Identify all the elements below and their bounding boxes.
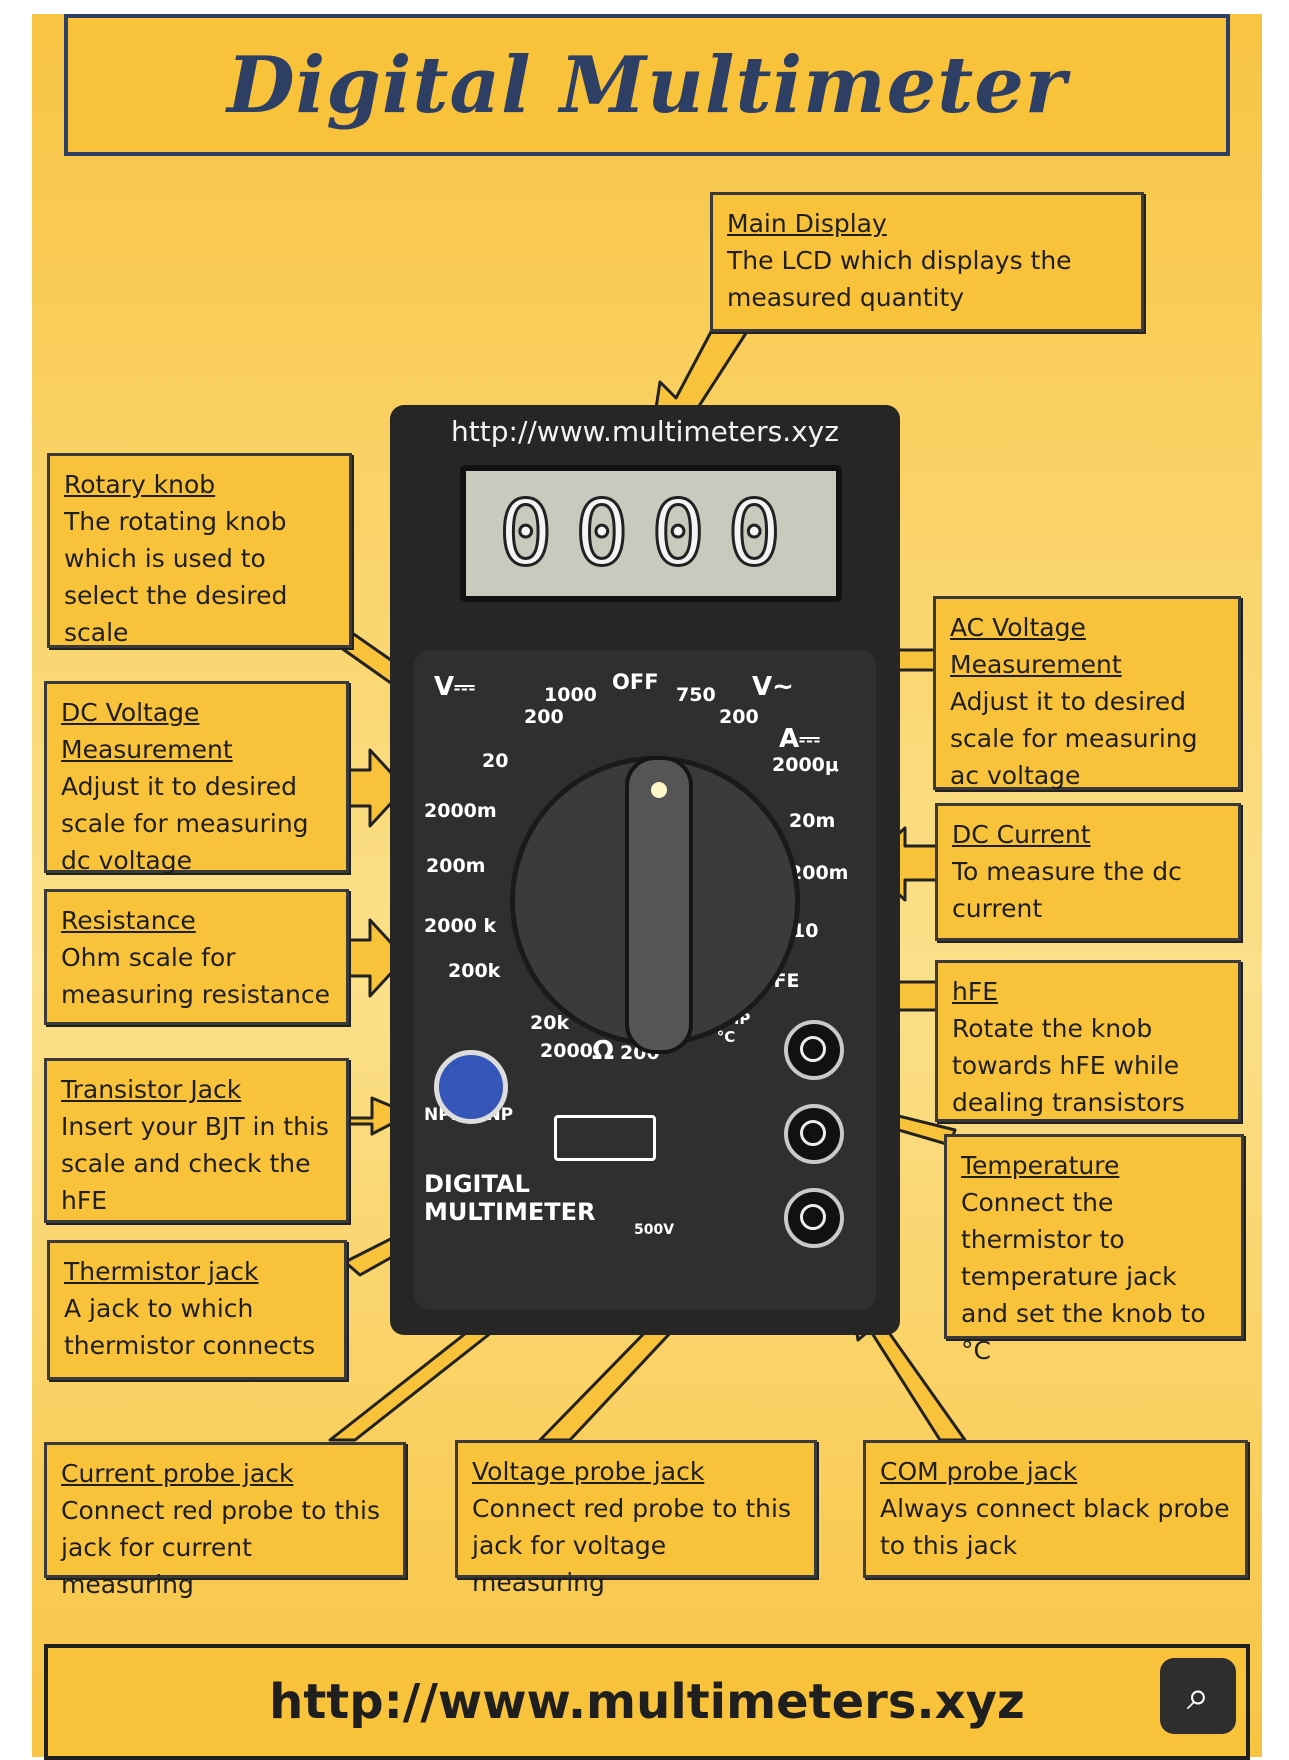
callout-resistance-title: Resistance [61, 906, 196, 935]
callout-hfe-desc: Rotate the knob towards hFE while dealin… [952, 1014, 1185, 1117]
callout-thermistor-jack-desc: A jack to which thermistor connects [64, 1294, 316, 1360]
callout-dc-voltage-title: DC Voltage Measurement [61, 698, 233, 764]
multimeter: http://www.multimeters.xyz 0000 V⎓ 200 1… [390, 405, 900, 1335]
ohm-icon: Ω [592, 1036, 615, 1066]
com-jack[interactable] [784, 1188, 844, 1248]
label-750: 750 [676, 684, 716, 706]
label-2000k: 2000 k [424, 915, 497, 937]
label-20k: 20k [530, 1012, 570, 1034]
meter-face: V⎓ 200 1000 OFF 750 200 V~ A⎓ 20 2000m 2… [414, 650, 876, 1310]
footer-url: http://www.multimeters.xyz [269, 1674, 1025, 1730]
label-1000: 1000 [544, 684, 597, 706]
arrow-dc-voltage [344, 748, 407, 828]
lcd-digits: 0000 [497, 480, 804, 588]
callout-hfe-title: hFE [952, 977, 999, 1006]
label-2000u: 2000μ [772, 754, 839, 776]
label-200m: 200m [426, 855, 486, 877]
callout-resistance: Resistance Ohm scale for measuring resis… [44, 889, 349, 1025]
label-v-ac: V~ [752, 672, 794, 702]
current-jack[interactable] [784, 1020, 844, 1080]
label-200-acv: 200 [719, 706, 759, 728]
callout-transistor-jack: Transistor Jack Insert your BJT in this … [44, 1058, 349, 1223]
callout-hfe: hFE Rotate the knob towards hFE while de… [935, 960, 1241, 1122]
rotary-knob[interactable] [510, 756, 800, 1054]
callout-ac-voltage-desc: Adjust it to desired scale for measuring… [950, 687, 1198, 790]
callout-voltage-probe: Voltage probe jack Connect red probe to … [455, 1440, 817, 1597]
callout-dc-voltage-desc: Adjust it to desired scale for measuring… [61, 772, 309, 875]
footer-banner: http://www.multimeters.xyz [44, 1644, 1250, 1760]
callout-current-probe-desc: Connect red probe to this jack for curre… [61, 1496, 380, 1599]
callout-rotary-knob-desc: The rotating knob which is used to selec… [64, 507, 288, 647]
label-500v: 500V [634, 1222, 675, 1238]
callout-dc-current-title: DC Current [952, 820, 1091, 849]
callout-resistance-desc: Ohm scale for measuring resistance [61, 943, 331, 1009]
transistor-socket[interactable] [434, 1050, 508, 1124]
label-2000: 2000 [540, 1040, 593, 1062]
callout-ac-voltage: AC Voltage Measurement Adjust it to desi… [933, 596, 1241, 790]
voltage-jack[interactable] [784, 1104, 844, 1164]
arrow-resistance [344, 918, 407, 998]
callout-temperature-desc: Connect the thermistor to temperature ja… [961, 1188, 1206, 1365]
label-2000m: 2000m [424, 800, 497, 822]
callout-rotary-knob-title: Rotary knob [64, 470, 216, 499]
label-a-dc: A⎓ [779, 724, 820, 754]
label-200-dcv: 200 [524, 706, 564, 728]
label-10: 10 [792, 920, 819, 942]
label-v-dc: V⎓ [434, 672, 475, 702]
callout-current-probe: Current probe jack Connect red probe to … [44, 1442, 406, 1599]
page-title: Digital Multimeter [226, 39, 1068, 131]
callout-transistor-jack-title: Transistor Jack [61, 1075, 242, 1104]
callout-temperature: Temperature Connect the thermistor to te… [944, 1134, 1244, 1365]
label-200m-a: 200m [789, 862, 849, 884]
callout-thermistor-jack-title: Thermistor jack [64, 1257, 259, 1286]
callout-com-probe: COM probe jack Always connect black prob… [863, 1440, 1248, 1578]
callout-dc-voltage: DC Voltage Measurement Adjust it to desi… [44, 681, 349, 875]
callout-main-display: Main Display The LCD which displays the … [710, 192, 1144, 332]
callout-dc-current-desc: To measure the dc current [952, 857, 1182, 923]
brand-label: DIGITAL MULTIMETER [424, 1170, 596, 1226]
callout-voltage-probe-title: Voltage probe jack [472, 1457, 705, 1486]
label-off: OFF [612, 670, 659, 694]
meter-url-label: http://www.multimeters.xyz [451, 415, 839, 448]
callout-voltage-probe-desc: Connect red probe to this jack for volta… [472, 1494, 791, 1597]
title-banner: Digital Multimeter [64, 14, 1230, 156]
callout-com-probe-desc: Always connect black probe to this jack [880, 1494, 1230, 1560]
label-200k: 200k [448, 960, 501, 982]
callout-transistor-jack-desc: Insert your BJT in this scale and check … [61, 1112, 329, 1215]
callout-main-display-title: Main Display [727, 209, 887, 238]
callout-rotary-knob: Rotary knob The rotating knob which is u… [47, 453, 352, 648]
knob-indicator [651, 782, 667, 798]
callout-current-probe-title: Current probe jack [61, 1459, 294, 1488]
battery-icon [554, 1115, 656, 1161]
callout-ac-voltage-title: AC Voltage Measurement [950, 613, 1122, 679]
lcd-display: 0000 [460, 465, 842, 602]
callout-dc-current: DC Current To measure the dc current [935, 803, 1241, 941]
knob-handle[interactable] [625, 756, 693, 1054]
label-20m: 20m [789, 810, 836, 832]
label-20: 20 [482, 750, 509, 772]
zoom-search-icon[interactable]: ⌕ [1160, 1658, 1236, 1734]
callout-main-display-desc: The LCD which displays the measured quan… [727, 246, 1072, 312]
callout-temperature-title: Temperature [961, 1151, 1120, 1180]
callout-com-probe-title: COM probe jack [880, 1457, 1078, 1486]
callout-thermistor-jack: Thermistor jack A jack to which thermist… [47, 1240, 347, 1380]
